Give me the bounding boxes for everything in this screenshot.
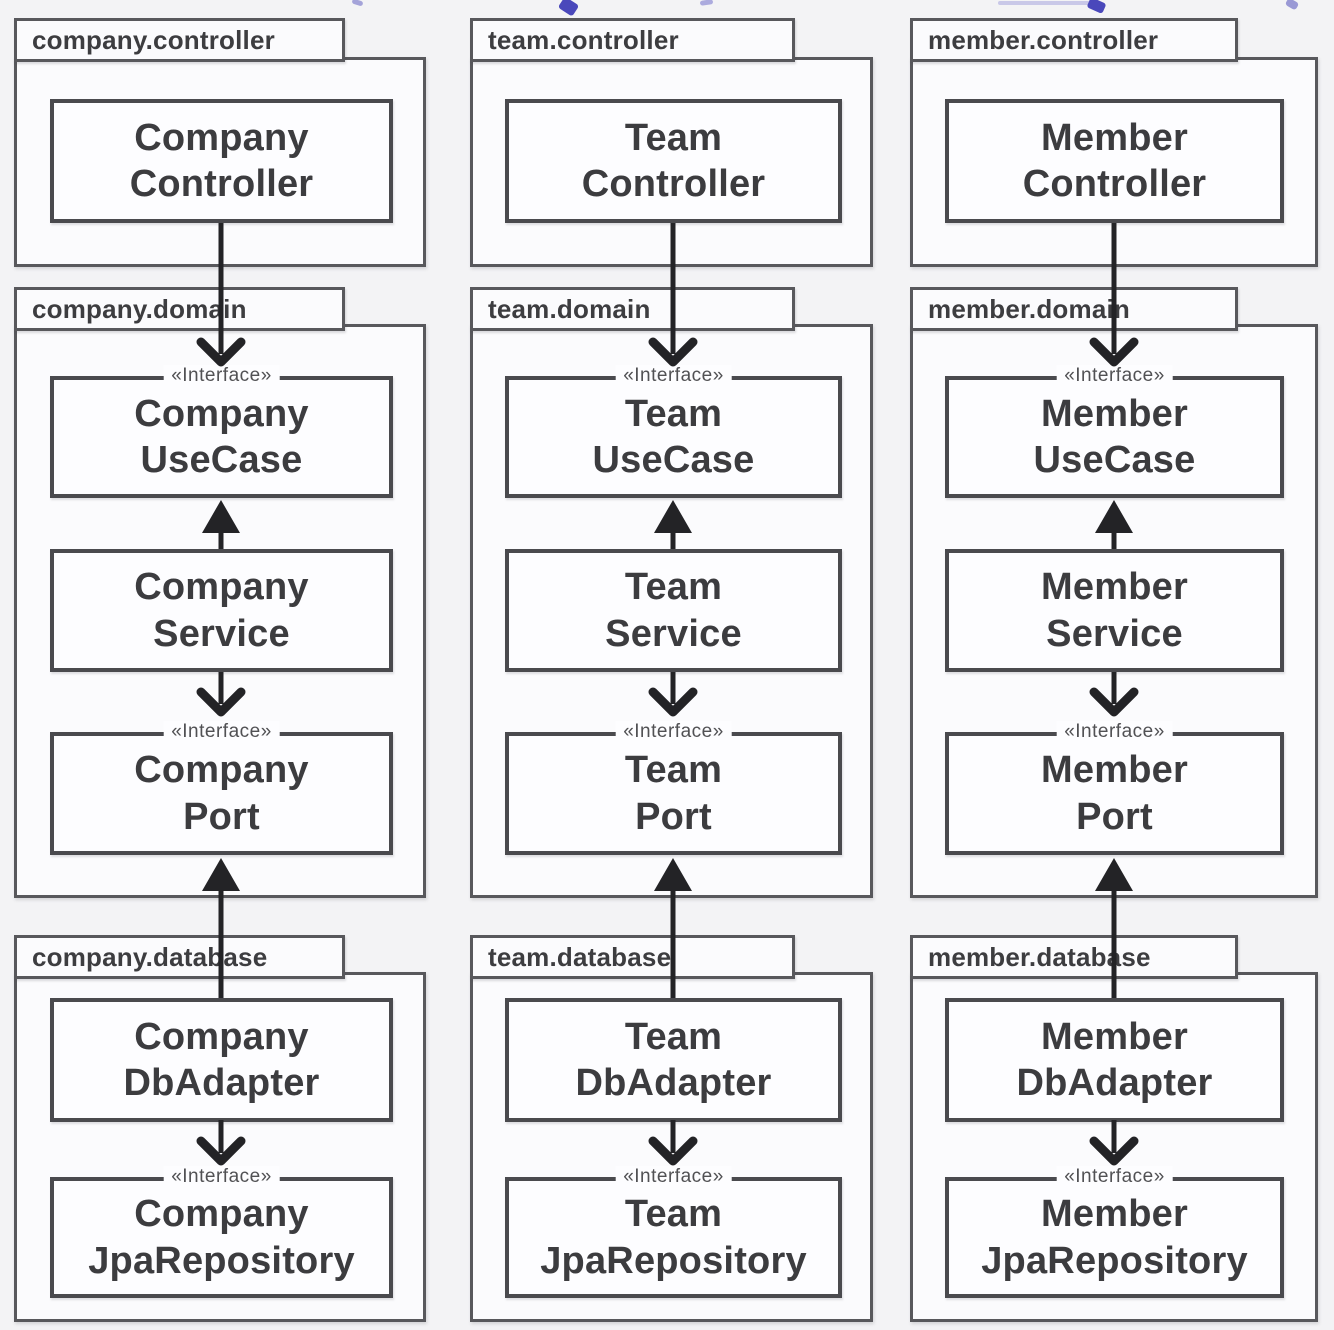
class-label: Company DbAdapter <box>123 1015 320 1104</box>
class-label: Company Controller <box>129 116 314 205</box>
package-tab-company-database: company.database <box>14 935 345 979</box>
cropped-title-fragment <box>351 0 364 7</box>
package-name: member.domain <box>928 293 1130 324</box>
stereotype-label: «Interface» <box>615 1166 732 1188</box>
package-name: company.database <box>32 941 268 972</box>
cropped-title-fragment <box>1086 0 1107 14</box>
class-label: Team JpaRepository <box>540 1193 807 1282</box>
class-company-controller: Company Controller <box>50 99 393 223</box>
class-label: Team Port <box>624 749 723 838</box>
package-name: member.database <box>928 941 1151 972</box>
stereotype-label: «Interface» <box>163 365 280 387</box>
class-team-dbadapter: Team DbAdapter <box>505 998 842 1122</box>
class-label: Team UseCase <box>592 392 755 481</box>
interface-member-usecase: «Interface» Member UseCase <box>945 365 1284 498</box>
stereotype-label: «Interface» <box>615 365 732 387</box>
package-name: team.controller <box>488 24 679 55</box>
package-tab-team-controller: team.controller <box>470 18 795 62</box>
package-tab-company-controller: company.controller <box>14 18 345 62</box>
package-tab-team-database: team.database <box>470 935 795 979</box>
class-team-service: Team Service <box>505 549 842 672</box>
class-label: Team Service <box>605 566 742 655</box>
class-label: Member Service <box>1041 566 1188 655</box>
class-member-service: Member Service <box>945 549 1284 672</box>
package-tab-member-controller: member.controller <box>910 18 1238 62</box>
cropped-title-fragment <box>699 0 714 6</box>
stereotype-label: «Interface» <box>163 721 280 743</box>
package-name: company.domain <box>32 293 247 324</box>
interface-team-usecase: «Interface» Team UseCase <box>505 365 842 498</box>
class-label: Company JpaRepository <box>88 1193 355 1282</box>
package-tab-company-domain: company.domain <box>14 287 345 331</box>
package-tab-member-database: member.database <box>910 935 1238 979</box>
stereotype-label: «Interface» <box>163 1166 280 1188</box>
interface-team-port: «Interface» Team Port <box>505 721 842 855</box>
class-team-controller: Team Controller <box>505 99 842 223</box>
cropped-title-fragment <box>998 1 1090 5</box>
interface-company-jparepository: «Interface» Company JpaRepository <box>50 1166 393 1298</box>
package-name: company.controller <box>32 24 275 55</box>
class-label: Member DbAdapter <box>1016 1015 1213 1104</box>
class-label: Member UseCase <box>1033 392 1196 481</box>
interface-member-port: «Interface» Member Port <box>945 721 1284 855</box>
class-member-controller: Member Controller <box>945 99 1284 223</box>
package-tab-member-domain: member.domain <box>910 287 1238 331</box>
class-label: Member Port <box>1041 749 1188 838</box>
class-label: Company Port <box>134 749 309 838</box>
interface-member-jparepository: «Interface» Member JpaRepository <box>945 1166 1284 1298</box>
package-name: team.domain <box>488 293 651 324</box>
class-company-service: Company Service <box>50 549 393 672</box>
package-name: member.controller <box>928 24 1159 55</box>
cropped-title-fragment <box>557 0 580 17</box>
interface-team-jparepository: «Interface» Team JpaRepository <box>505 1166 842 1298</box>
interface-company-usecase: «Interface» Company UseCase <box>50 365 393 498</box>
interface-company-port: «Interface» Company Port <box>50 721 393 855</box>
class-label: Member Controller <box>1022 116 1207 205</box>
class-member-dbadapter: Member DbAdapter <box>945 998 1284 1122</box>
class-label: Company UseCase <box>134 392 309 481</box>
stereotype-label: «Interface» <box>1056 1166 1173 1188</box>
cropped-title-fragment <box>1284 0 1300 11</box>
package-tab-team-domain: team.domain <box>470 287 795 331</box>
package-name: team.database <box>488 941 672 972</box>
stereotype-label: «Interface» <box>615 721 732 743</box>
class-label: Team DbAdapter <box>575 1015 772 1104</box>
stereotype-label: «Interface» <box>1056 365 1173 387</box>
class-label: Team Controller <box>581 116 766 205</box>
class-label: Company Service <box>134 566 309 655</box>
stereotype-label: «Interface» <box>1056 721 1173 743</box>
class-company-dbadapter: Company DbAdapter <box>50 998 393 1122</box>
class-label: Member JpaRepository <box>981 1193 1248 1282</box>
